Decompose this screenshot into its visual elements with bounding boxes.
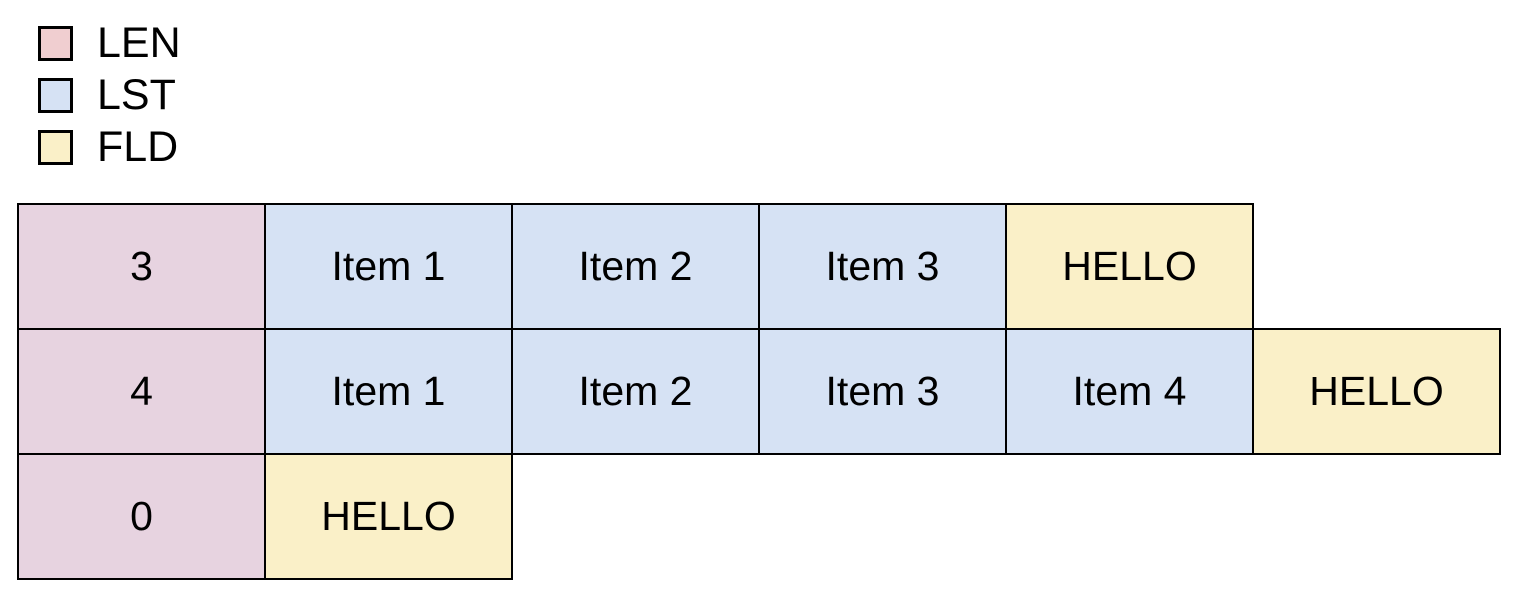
list-item-cell: Item 2	[511, 203, 760, 330]
field-cell: HELLO	[1005, 203, 1254, 330]
len-cell: 4	[17, 328, 266, 455]
list-item-cell: Item 2	[511, 328, 760, 455]
len-cell: 3	[17, 203, 266, 330]
fld-color-swatch	[38, 130, 73, 165]
list-item-cell: Item 4	[1005, 328, 1254, 455]
legend-label-lst: LST	[97, 71, 176, 119]
list-row: 0 HELLO	[17, 453, 1501, 580]
legend-label-len: LEN	[97, 19, 181, 67]
len-color-swatch	[38, 26, 73, 61]
field-cell: HELLO	[1252, 328, 1501, 455]
list-item-cell: Item 1	[264, 203, 513, 330]
field-cell: HELLO	[264, 453, 513, 580]
list-item-cell: Item 1	[264, 328, 513, 455]
legend-item-fld: FLD	[38, 126, 181, 169]
legend-label-fld: FLD	[97, 123, 179, 171]
list-item-cell: Item 3	[758, 328, 1007, 455]
len-cell: 0	[17, 453, 266, 580]
list-layout-diagram: 3 Item 1 Item 2 Item 3 HELLO 4 Item 1 It…	[17, 203, 1501, 580]
list-item-cell: Item 3	[758, 203, 1007, 330]
legend: LEN LST FLD	[38, 22, 181, 169]
list-row: 3 Item 1 Item 2 Item 3 HELLO	[17, 203, 1501, 330]
legend-item-len: LEN	[38, 22, 181, 65]
legend-item-lst: LST	[38, 74, 181, 117]
lst-color-swatch	[38, 78, 73, 113]
list-row: 4 Item 1 Item 2 Item 3 Item 4 HELLO	[17, 328, 1501, 455]
